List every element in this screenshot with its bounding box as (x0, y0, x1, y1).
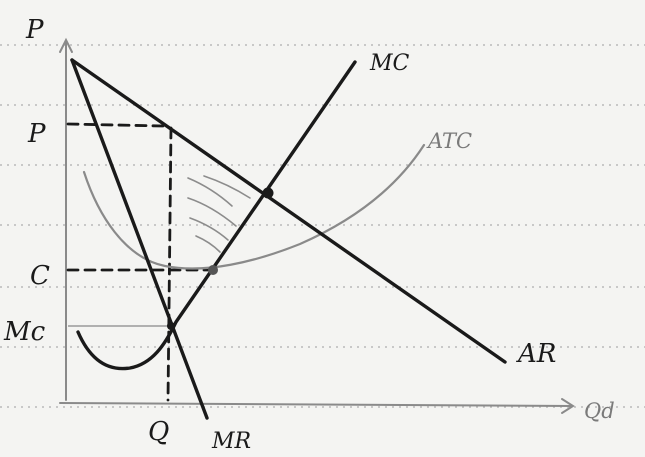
y-axis-arrow (59, 37, 73, 53)
x-axis-line (59, 402, 573, 407)
price-dashed-line (66, 122, 165, 128)
mc-curve-label: MC (369, 51, 410, 76)
mc-atc-point (208, 265, 218, 275)
atc-curve (82, 143, 426, 270)
x-axis-arrow (561, 398, 575, 414)
y-axis-label: P (25, 15, 44, 45)
x-axis-label: Qd (584, 399, 615, 423)
mc-ar-point (262, 187, 274, 199)
ar-curve (70, 58, 507, 364)
axes (59, 37, 575, 414)
mr-curve-label: MR (211, 429, 251, 454)
profit-hatching (187, 175, 251, 253)
quantity-label: Q (148, 417, 169, 447)
mr-curve (70, 58, 209, 420)
mc-level-label: Mc (3, 317, 46, 347)
atc-curve-label: ATC (426, 129, 472, 153)
dashed-guides (66, 122, 214, 402)
ar-curve-label: AR (516, 339, 556, 369)
quantity-dashed-line (166, 126, 173, 402)
ruled-lines (0, 44, 645, 408)
price-label: P (27, 119, 46, 149)
mc-curve (76, 60, 357, 371)
mc-mr-point (167, 322, 175, 330)
cost-label: C (30, 261, 50, 291)
